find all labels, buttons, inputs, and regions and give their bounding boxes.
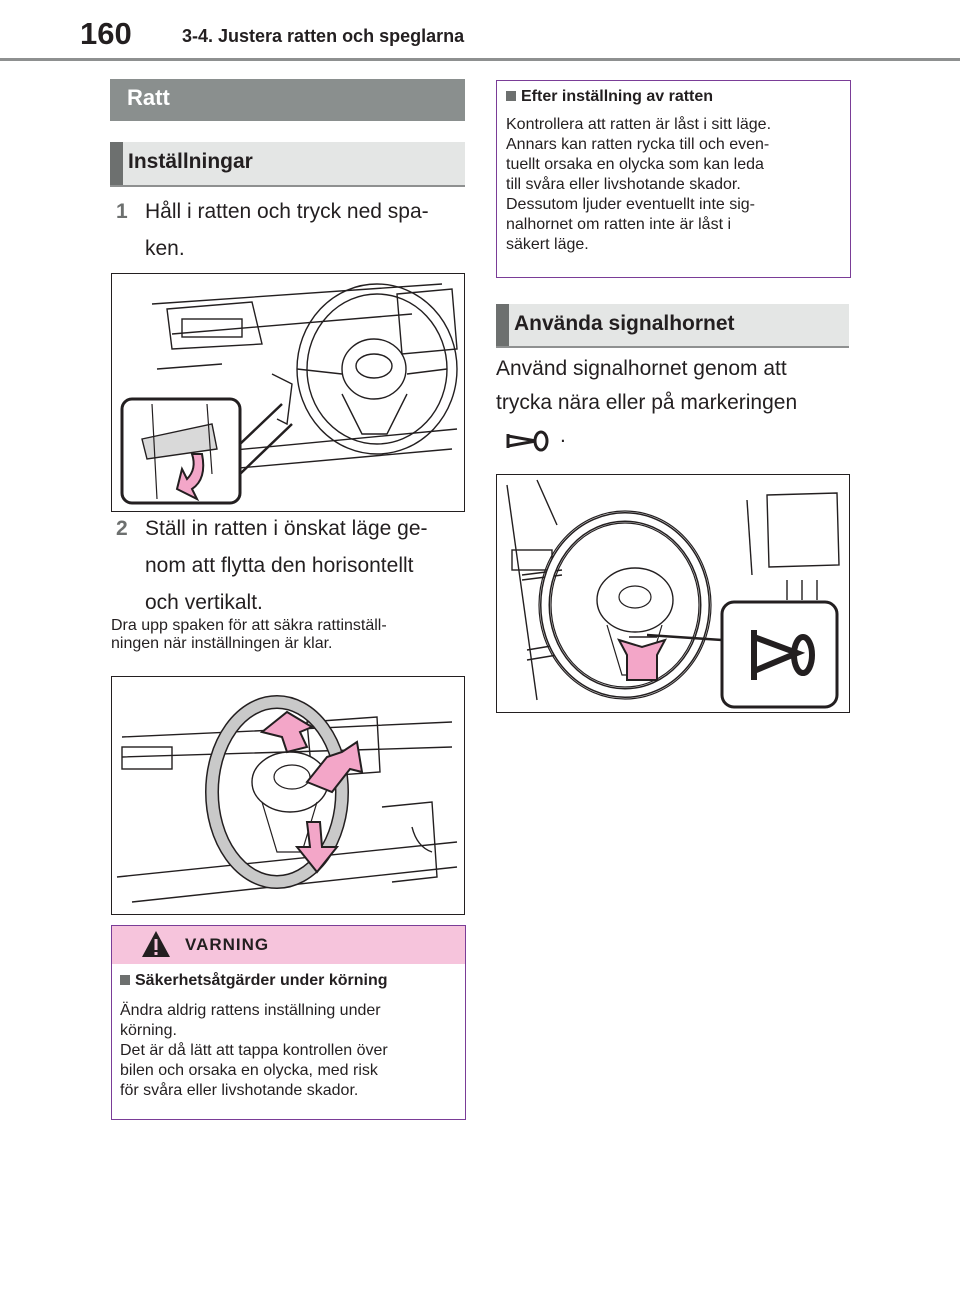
section-title: Ratt: [127, 85, 170, 110]
figure-steering-lever: [111, 273, 465, 512]
info-line: Annars kan ratten rycka till och even-: [506, 136, 770, 153]
warning-line: för svåra eller livshotande skador.: [120, 1082, 359, 1099]
horn-line: Använd signalhornet genom att: [496, 357, 787, 380]
horn-line: trycka nära eller på markeringen: [496, 391, 798, 414]
subsection-heading: Inställningar: [110, 142, 465, 187]
horn-icon: [506, 430, 549, 452]
step-number: 2: [116, 517, 128, 540]
header-divider: [0, 58, 960, 61]
horn-press-illustration: [506, 479, 840, 709]
warning-line: Det är då lätt att tappa kontrollen över: [120, 1042, 388, 1059]
info-subtitle: Efter inställning av ratten: [521, 88, 714, 105]
step-text-line: ken.: [145, 237, 185, 260]
warning-line: bilen och orsaka en olycka, med risk: [120, 1062, 378, 1079]
step-text-line: Håll i ratten och tryck ned spa-: [145, 200, 429, 223]
figure-horn: [496, 474, 850, 713]
horn-instructions: Använd signalhornet genom att trycka när…: [496, 352, 846, 420]
warning-header: VARNING: [112, 926, 465, 964]
horn-mark-row: .: [506, 424, 626, 458]
step-2: 2 Ställ in ratten i önskat läge ge- nom …: [116, 510, 466, 625]
step-text-line: Ställ in ratten i önskat läge ge-: [145, 517, 428, 540]
info-line: tuellt orsaka en olycka som kan leda: [506, 156, 764, 173]
step-text-line: och vertikalt.: [145, 591, 263, 614]
step-text-line: nom att flytta den horisontellt: [145, 554, 414, 577]
bullet-square-icon: [506, 91, 516, 101]
horn-period: .: [560, 424, 566, 447]
warning-title: VARNING: [185, 935, 270, 954]
info-line: nalhornet om ratten inte är låst i: [506, 216, 732, 233]
warning-line: Ändra aldrig rattens inställning under: [120, 1002, 381, 1019]
info-subtitle-row: Efter inställning av ratten: [506, 88, 713, 106]
subsection-title: Inställningar: [128, 150, 253, 173]
note-text: Dra upp spaken för att säkra rattinställ…: [111, 617, 471, 653]
warning-box: VARNING Säkerhetsåtgärder under körning …: [111, 925, 466, 1120]
heading-stripe: [110, 142, 123, 185]
page-number: 160: [80, 16, 132, 51]
chapter-title: 3-4. Justera ratten och speglarna: [182, 26, 465, 46]
steering-adjust-illustration: [116, 695, 458, 903]
info-line: säkert läge.: [506, 236, 589, 253]
figure-steering-adjust: [111, 676, 465, 915]
note-line: Dra upp spaken för att säkra rattinställ…: [111, 617, 387, 634]
step-number: 1: [116, 200, 128, 223]
info-box: Efter inställning av ratten Kontrollera …: [496, 80, 851, 278]
section-title-bar: Ratt: [110, 79, 465, 121]
horn-title: Använda signalhornet: [514, 312, 735, 335]
steering-lever-illustration: [120, 283, 458, 505]
warning-subtitle-row: Säkerhetsåtgärder under körning: [120, 972, 388, 990]
info-line: till svåra eller livshotande skador.: [506, 176, 741, 193]
warning-line: körning.: [120, 1022, 177, 1039]
info-line: Kontrollera att ratten är låst i sitt lä…: [506, 116, 772, 133]
heading-stripe: [496, 304, 509, 346]
warning-body: Ändra aldrig rattens inställning under k…: [120, 1001, 460, 1101]
warning-triangle-icon: [142, 931, 170, 957]
step-1: 1 Håll i ratten och tryck ned spa- ken.: [116, 193, 466, 273]
bullet-square-icon: [120, 975, 130, 985]
info-line: Dessutom ljuder eventuellt inte sig-: [506, 196, 756, 213]
warning-subtitle: Säkerhetsåtgärder under körning: [135, 972, 388, 989]
info-body: Kontrollera att ratten är låst i sitt lä…: [506, 115, 842, 255]
horn-heading: Använda signalhornet: [496, 304, 849, 348]
note-line: ningen när inställningen är klar.: [111, 635, 333, 652]
